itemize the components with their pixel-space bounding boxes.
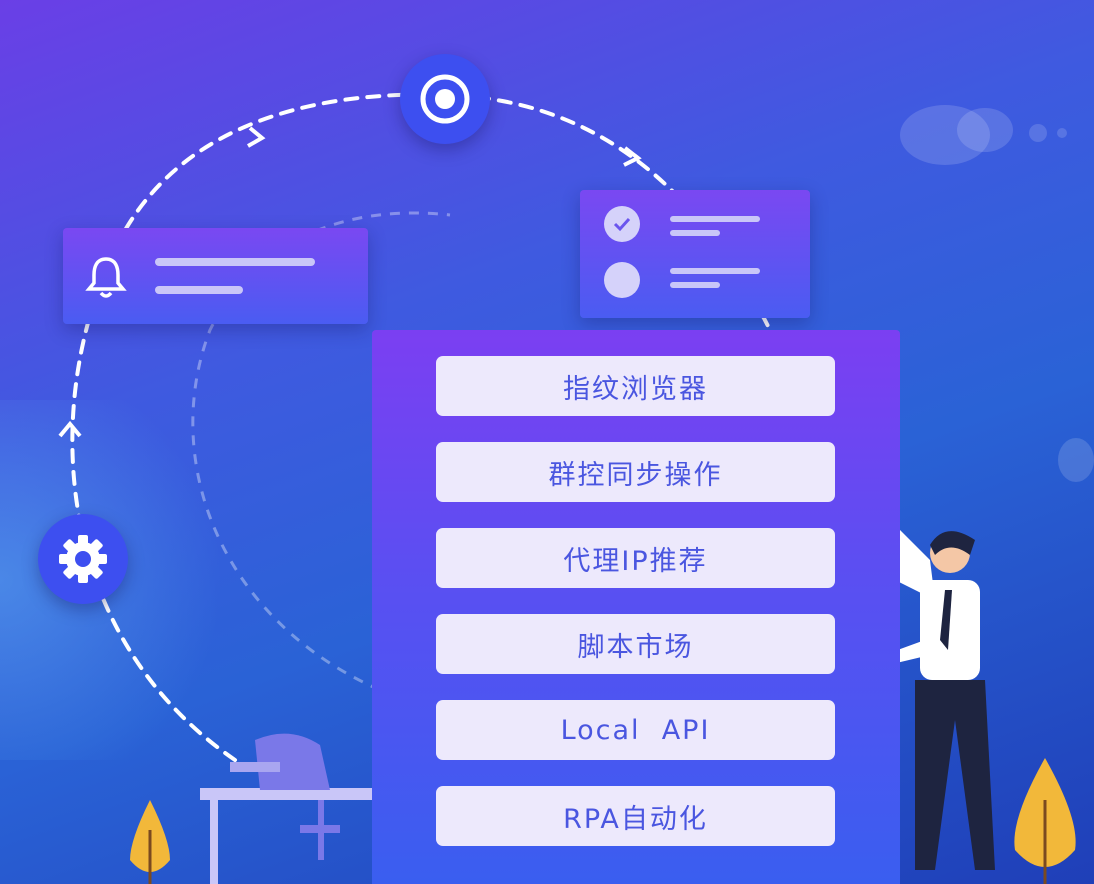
gear-icon [38, 514, 128, 604]
bell-icon [85, 257, 127, 298]
tree-icon [130, 758, 1076, 884]
checklist-card [580, 190, 810, 318]
feature-button-rpa[interactable]: RPA自动化 [436, 786, 835, 846]
arrow-icon [58, 420, 82, 438]
cloud-icon [900, 105, 1094, 482]
feature-button-fingerprint-browser[interactable]: 指纹浏览器 [436, 356, 835, 416]
feature-button-proxy-ip[interactable]: 代理IP推荐 [436, 528, 835, 588]
feature-button-local-api[interactable]: Local API [436, 700, 835, 760]
target-icon [400, 54, 490, 144]
arrow-icon [623, 146, 642, 167]
feature-button-group-sync[interactable]: 群控同步操作 [436, 442, 835, 502]
notification-card [63, 228, 368, 324]
feature-panel: 指纹浏览器 群控同步操作 代理IP推荐 脚本市场 Local API RPA自动… [372, 330, 900, 884]
person-illustration [870, 505, 995, 870]
arrow-icon [247, 126, 266, 148]
feature-button-script-market[interactable]: 脚本市场 [436, 614, 835, 674]
radio-icon [604, 262, 640, 298]
check-icon [604, 206, 640, 242]
